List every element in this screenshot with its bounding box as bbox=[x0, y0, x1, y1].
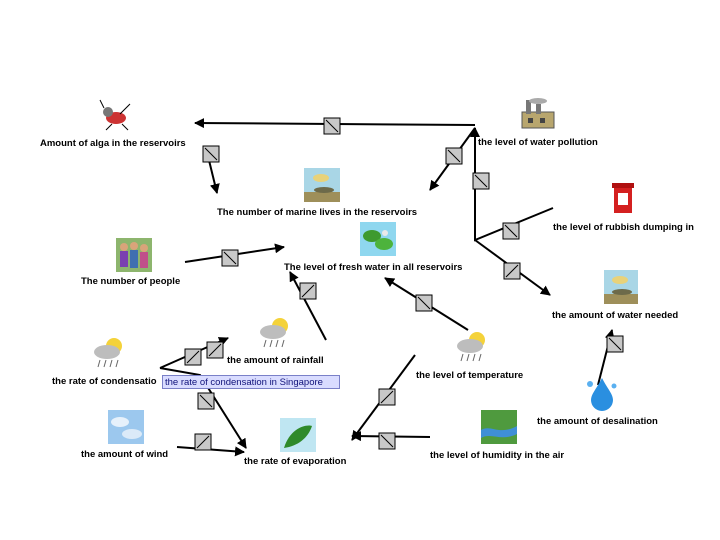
lily-pond-icon bbox=[360, 222, 396, 256]
node-people-label[interactable]: The number of people bbox=[81, 276, 181, 287]
water-drop-icon bbox=[587, 378, 617, 411]
cloud-rain-icon bbox=[94, 338, 122, 368]
node-water-pollution-label[interactable]: the level of water pollution bbox=[478, 137, 598, 148]
people-icon bbox=[116, 238, 152, 272]
cloud-rain-icon bbox=[457, 332, 485, 362]
node-tooltip: the rate of condensation in Singapore bbox=[162, 375, 340, 389]
fish-icon bbox=[304, 168, 340, 202]
river-map-icon bbox=[481, 410, 517, 444]
node-rubbish-dumping-label[interactable]: the level of rubbish dumping in bbox=[553, 222, 694, 233]
node-humidity-label[interactable]: the level of humidity in the air bbox=[430, 450, 565, 461]
leaf-icon bbox=[280, 418, 316, 452]
link-rainfall-to-fresh[interactable] bbox=[289, 271, 327, 341]
fish-icon bbox=[604, 270, 638, 304]
cloud-rain-icon bbox=[260, 318, 288, 348]
node-fresh-water-label[interactable]: The level of fresh water in all reservoi… bbox=[284, 262, 463, 273]
trash-can-icon bbox=[612, 183, 634, 213]
node-rainfall-label[interactable]: the amount of rainfall bbox=[227, 355, 324, 366]
node-desalination-label[interactable]: the amount of desalination bbox=[537, 416, 658, 427]
node-condensation-label[interactable]: the rate of condensatio bbox=[52, 376, 157, 387]
node-marine-lives-label[interactable]: The number of marine lives in the reserv… bbox=[217, 207, 418, 218]
mosquito-icon bbox=[99, 99, 131, 131]
sky-icon bbox=[108, 410, 144, 444]
node-alga-label[interactable]: Amount of alga in the reservoirs bbox=[40, 138, 186, 149]
node-water-needed-label[interactable]: the amount of water needed bbox=[552, 310, 679, 321]
node-wind-label[interactable]: the amount of wind bbox=[81, 449, 169, 460]
node-temperature-label[interactable]: the level of temperature bbox=[416, 370, 524, 381]
node-evaporation-label[interactable]: the rate of evaporation bbox=[244, 456, 347, 467]
factory-icon bbox=[521, 98, 555, 129]
